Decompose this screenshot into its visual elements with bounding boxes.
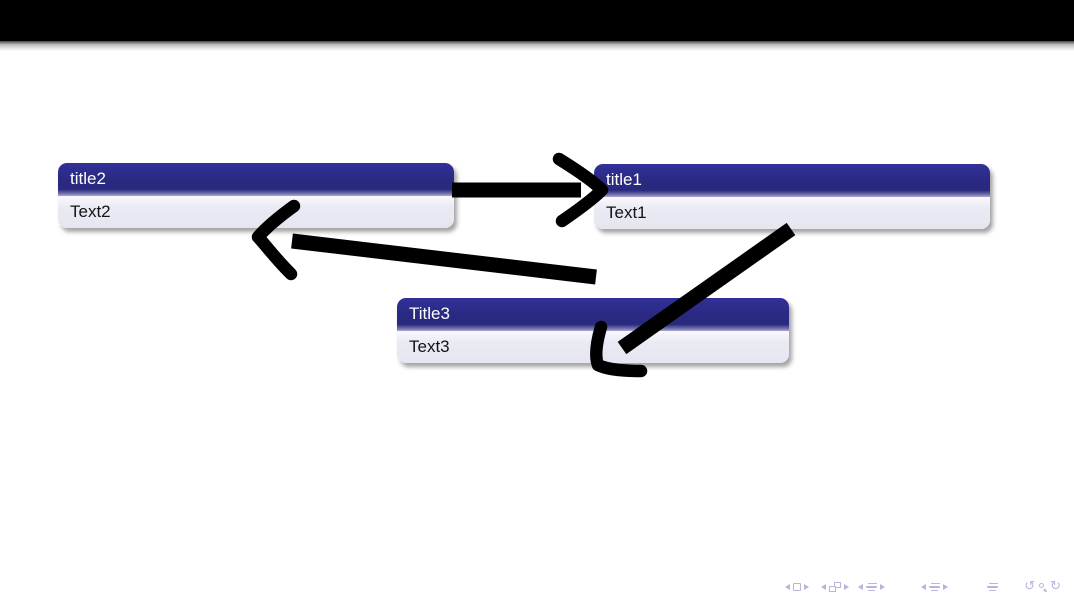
prev-subsection-icon[interactable] [858, 584, 864, 590]
next-subsection-icon[interactable] [880, 584, 886, 590]
block-title2: title2 Text2 [58, 163, 454, 228]
next-slide-icon[interactable] [804, 584, 810, 590]
go-forward-icon[interactable]: ↻ [1050, 579, 1061, 594]
nav-section-group [921, 582, 949, 592]
subsection-icon[interactable] [866, 582, 878, 592]
block-title3-body: Text3 [397, 331, 789, 363]
block-title3-header: Title3 [397, 298, 789, 331]
block-title1-body: Text1 [594, 197, 990, 229]
nav-slide-group [785, 583, 810, 591]
nav-subsection-group [858, 582, 886, 592]
prev-frame-icon[interactable] [821, 584, 827, 590]
next-frame-icon[interactable] [844, 584, 850, 590]
block-title3: Title3 Text3 [397, 298, 789, 363]
presentation-icon[interactable] [987, 582, 999, 592]
search-icon[interactable] [1037, 582, 1048, 593]
prev-slide-icon[interactable] [785, 584, 791, 590]
block-title2-body: Text2 [58, 196, 454, 228]
block-title1-header: title1 [594, 164, 990, 197]
navigation-symbols: ↺ ↻ [785, 580, 1061, 594]
nav-frame-group [821, 582, 850, 592]
nav-presentation-group [987, 582, 999, 592]
slide-icon[interactable] [793, 583, 802, 591]
frame-title-bar [0, 0, 1074, 41]
prev-section-icon[interactable] [921, 584, 927, 590]
nav-tools-group: ↺ ↻ [1024, 579, 1061, 594]
frame-title-bar-shadow [0, 41, 1074, 51]
frame-icon[interactable] [829, 582, 842, 592]
next-section-icon[interactable] [943, 584, 949, 590]
arrow-title3-to-title2-shaft [291, 233, 597, 285]
go-back-icon[interactable]: ↺ [1024, 579, 1036, 594]
block-title2-header: title2 [58, 163, 454, 196]
block-title1: title1 Text1 [594, 164, 990, 229]
section-icon[interactable] [929, 582, 941, 592]
